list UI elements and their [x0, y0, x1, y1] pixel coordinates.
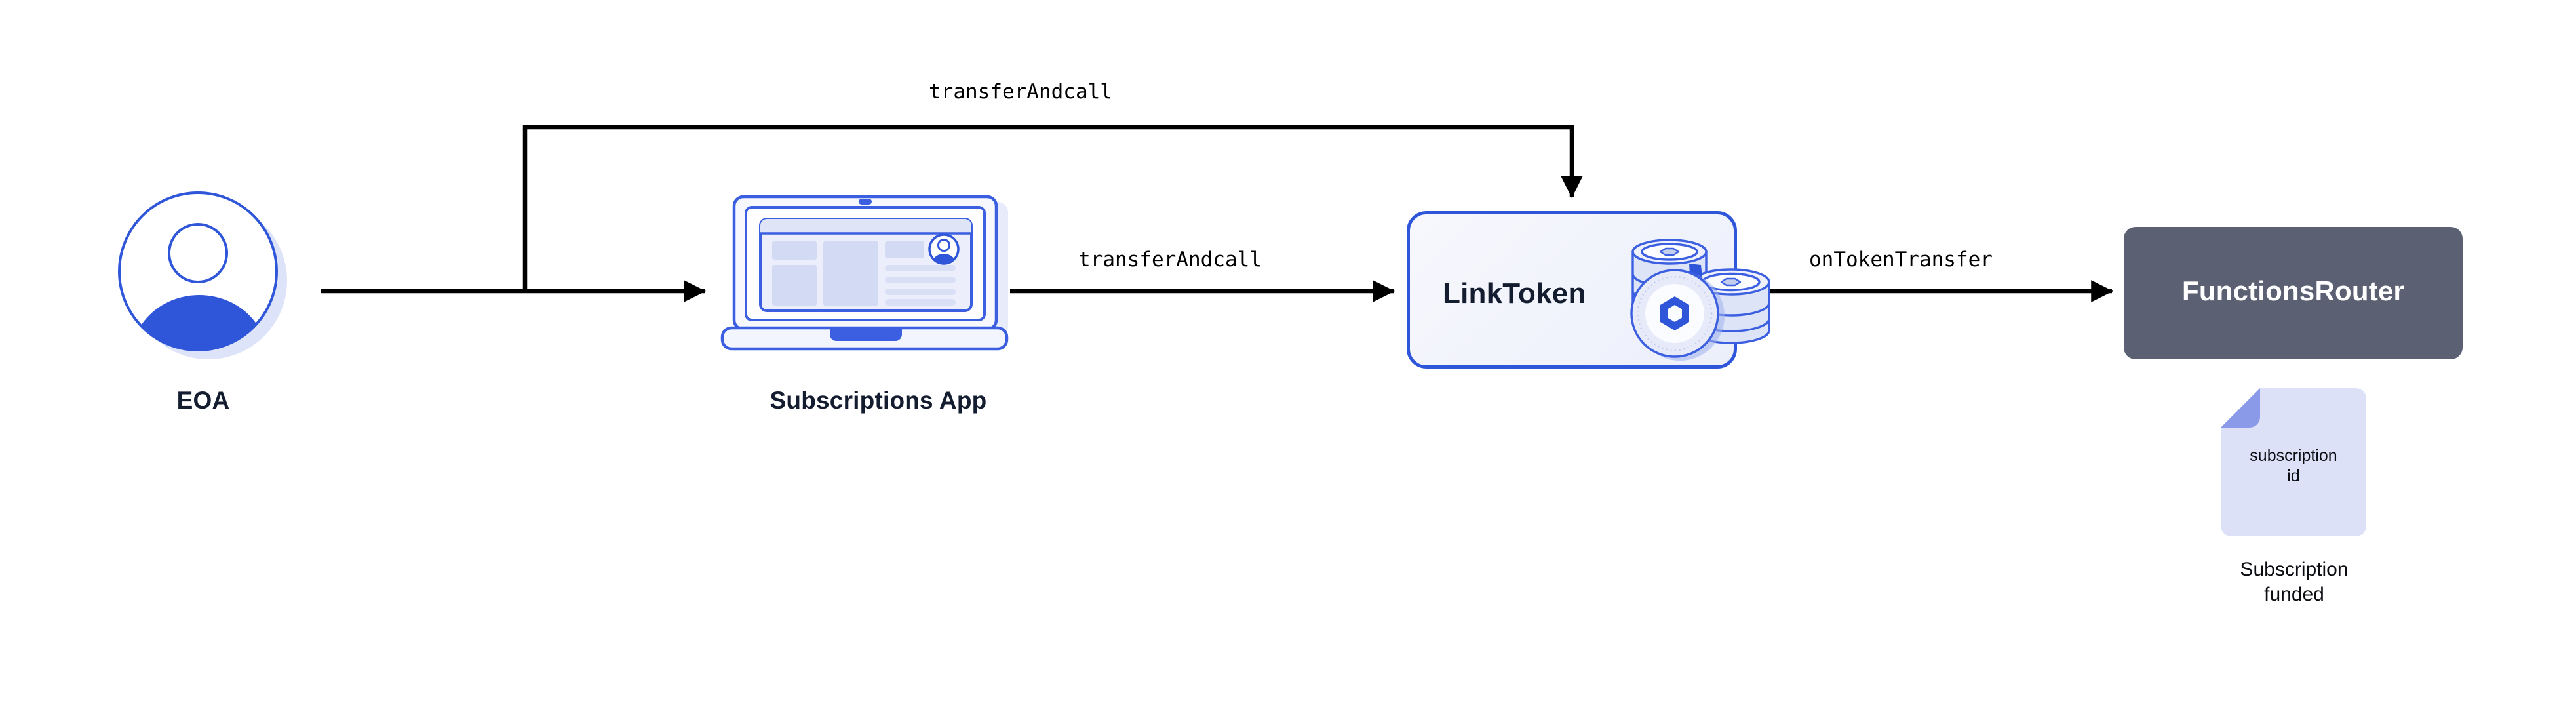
edge-label-transfer-and-call-mid: transferAndcall	[1078, 248, 1262, 271]
edge-eoa-to-linktoken-top	[522, 125, 1583, 291]
node-caption-subscription-funded: Subscription funded	[2170, 557, 2419, 608]
node-eoa[interactable]: EOA	[98, 190, 308, 452]
node-subscriptions-app[interactable]: Subscriptions App	[701, 190, 1055, 452]
link-coins-icon	[1630, 239, 1770, 361]
document-icon	[2221, 388, 2366, 536]
node-label-subscriptions-app: Subscriptions App	[770, 387, 987, 414]
laptop-icon	[720, 195, 1009, 351]
caption-line1: Subscription	[2240, 559, 2349, 580]
user-avatar-icon	[118, 191, 287, 359]
edge-label-transfer-and-call-top: transferAndcall	[929, 80, 1112, 104]
doc-text-line2: id	[2287, 466, 2300, 485]
node-label-eoa: EOA	[176, 387, 230, 414]
node-functions-router[interactable]: FunctionsRouter	[2124, 227, 2463, 359]
edge-label-on-token-transfer: onTokenTransfer	[1809, 248, 1993, 271]
caption-line2: funded	[2264, 584, 2324, 606]
document-inner-text: subscription id	[2221, 446, 2366, 486]
node-label-functions-router: FunctionsRouter	[2182, 275, 2404, 306]
node-label-linktoken: LinkToken	[1443, 277, 1586, 309]
doc-text-line1: subscription	[2250, 447, 2337, 465]
node-subscription-funded[interactable]: subscription id Subscription funded	[2170, 388, 2419, 637]
